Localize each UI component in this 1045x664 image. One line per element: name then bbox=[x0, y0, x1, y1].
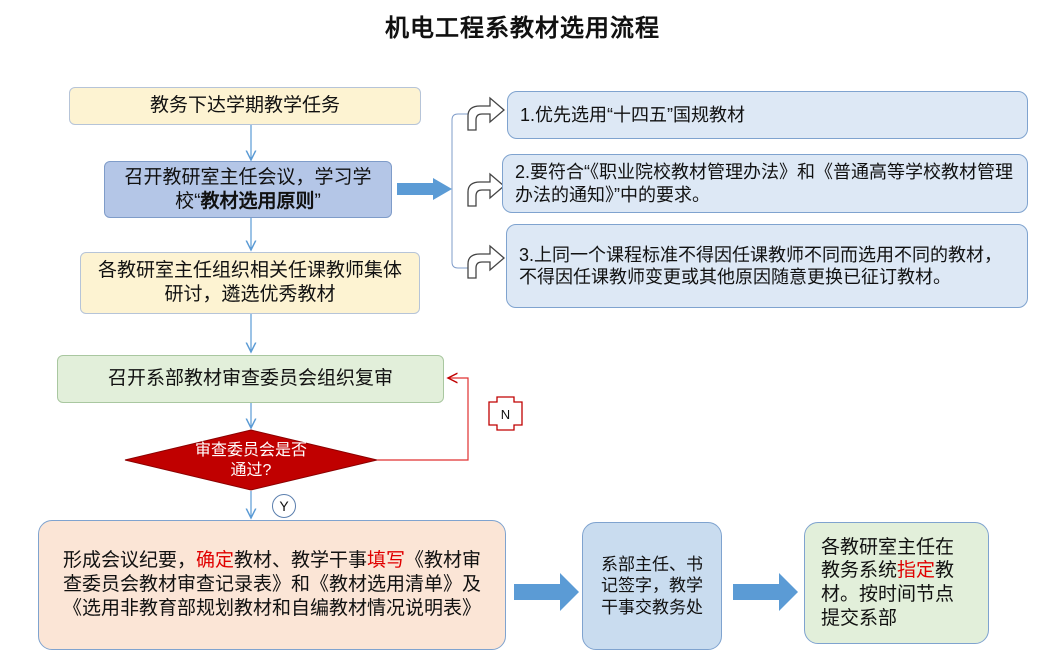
step-label: 召开教研室主任会议，学习学校“教材选用原则” bbox=[115, 166, 381, 214]
decision-label: 审查委员会是否通过? bbox=[194, 442, 307, 479]
confirm-emphasis: 确定 bbox=[195, 550, 234, 572]
fill-emphasis: 填写 bbox=[367, 550, 406, 572]
step-signature: 系部主任、书记签字，教学干事交教务处 bbox=[582, 522, 722, 650]
no-branch-line bbox=[377, 378, 469, 461]
principle-item: 3.上同一个课程标准不得因任课教师不同而选用不同的教材，不得因任课教师变更或其他… bbox=[506, 224, 1028, 308]
curved-arrow-icon bbox=[467, 96, 505, 131]
step-text: 《教材审查委员会教材审查记录表》和《教材选用清单》及《选用非教育部规划教材和自编… bbox=[62, 550, 482, 619]
step-label: 教务下达学期教学任务 bbox=[149, 95, 340, 117]
step-text: 教材、教学干事 bbox=[233, 550, 367, 572]
no-label-shape bbox=[488, 396, 523, 431]
step-label: 各教研室主任在教务系统指定教材。按时间节点提交系部 bbox=[821, 536, 972, 631]
step-text: 教材。按时间节点提交系部 bbox=[821, 560, 955, 629]
step-label: 召开系部教材审查委员会组织复审 bbox=[107, 368, 393, 390]
right-arrow-icon bbox=[397, 178, 452, 200]
step-committee-review: 召开系部教材审查委员会组织复审 bbox=[57, 355, 444, 403]
step-system-assign: 各教研室主任在教务系统指定教材。按时间节点提交系部 bbox=[804, 522, 989, 644]
principle-item: 1.优先选用“十四五”国规教材 bbox=[507, 91, 1028, 139]
step-text: 各教研室主任在教务系统 bbox=[821, 536, 955, 582]
step-label: 形成会议纪要，确定教材、教学干事填写《教材审查委员会教材审查记录表》和《教材选用… bbox=[57, 549, 487, 620]
principle-item: 2.要符合“《职业院校教材管理办法》和《普通高等学校教材管理办法的通知》”中的要… bbox=[502, 154, 1028, 213]
right-arrow-icon bbox=[733, 573, 798, 611]
assign-emphasis: 指定 bbox=[897, 560, 936, 582]
no-label: N bbox=[500, 407, 511, 422]
yes-label: Y bbox=[272, 494, 296, 518]
step-group-research: 各教研室主任组织相关任课教师集体研讨，遴选优秀教材 bbox=[80, 252, 420, 314]
step-label: 系部主任、书记签字，教学干事交教务处 bbox=[601, 555, 703, 617]
decision-diamond bbox=[124, 429, 378, 491]
step-director-meeting: 召开教研室主任会议，学习学校“教材选用原则” bbox=[104, 161, 392, 218]
step-label: 各教研室主任组织相关任课教师集体研讨，遴选优秀教材 bbox=[97, 260, 402, 305]
curved-arrow-icon bbox=[467, 172, 505, 207]
right-arrow-icon bbox=[514, 573, 579, 611]
step-text: 形成会议纪要， bbox=[62, 550, 196, 572]
selection-principle-emphasis: 教材选用原则 bbox=[200, 190, 315, 212]
step-text: ” bbox=[314, 190, 321, 212]
page-title: 机电工程系教材选用流程 bbox=[385, 15, 660, 42]
step-meeting-minutes: 形成会议纪要，确定教材、教学干事填写《教材审查委员会教材审查记录表》和《教材选用… bbox=[38, 520, 506, 650]
curved-arrow-icon bbox=[467, 244, 505, 279]
step-teaching-task: 教务下达学期教学任务 bbox=[69, 87, 421, 125]
step-text: 召开教研室主任会议，学习学校“ bbox=[124, 166, 372, 212]
